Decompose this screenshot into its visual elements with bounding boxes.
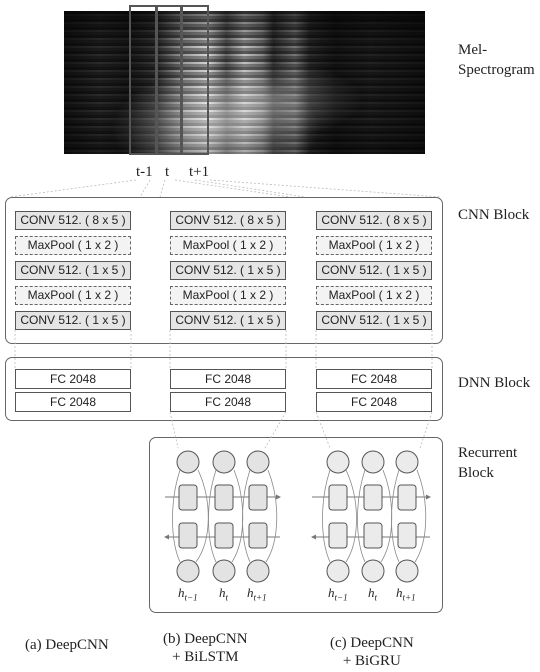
cnn-c-conv-2: CONV 512. ( 1 x 5 ) [316,261,432,280]
bilstm-forward-cell-2 [214,484,234,511]
bigru-forward-cell-2 [363,484,383,511]
bigru-output-node-3 [395,559,419,583]
bilstm-output-node-1 [176,559,200,583]
cnn-b-conv-2: CONV 512. ( 1 x 5 ) [170,261,286,280]
bilstm-network [164,450,281,583]
bilstm-backward-cell-1 [178,522,198,549]
cnn-a-conv-2: CONV 512. ( 1 x 5 ) [15,261,131,280]
bilstm-input-node-1 [176,450,200,474]
dnn-b-fc-1: FC 2048 [170,369,286,389]
caption-b-line2: + BiLSTM [172,649,239,665]
cnn-c-maxpool-2: MaxPool ( 1 x 2 ) [316,286,432,305]
caption-a: (a) DeepCNN [25,637,109,653]
frame-label-t-plus-1: t+1 [189,164,210,180]
frame-to-cnn-connectors [9,179,441,198]
recurrent-curved-links [172,469,427,563]
frame-window-t-plus-1 [181,5,209,155]
bigru-output-node-2 [361,559,385,583]
bilstm-forward-cell-1 [178,484,198,511]
bilstm-backward-cell-3 [248,522,268,549]
dnn-c-fc-1: FC 2048 [316,369,432,389]
cnn-to-dnn-connectors [14,330,433,369]
bilstm-output-node-2 [212,559,236,583]
bilstm-output-label-2: ht [219,585,229,603]
bilstm-backward-cell-2 [214,522,234,549]
bigru-forward-cell-3 [397,484,417,511]
frame-label-t: t [165,164,170,180]
cnn-a-conv-3: CONV 512. ( 1 x 5 ) [15,311,131,330]
bigru-network [311,450,431,583]
bigru-backward-cell-3 [397,522,417,549]
cnn-b-conv-1: CONV 512. ( 8 x 5 ) [170,211,286,230]
caption-b: (b) DeepCNN + BiLSTM [163,630,248,666]
bigru-input-node-2 [361,450,385,474]
bigru-backward-cell-1 [328,522,348,549]
cnn-b-maxpool-2: MaxPool ( 1 x 2 ) [170,286,286,305]
spectrogram-label-line2: Spectrogram [458,62,535,78]
bigru-output-label-3: ht+1 [396,585,416,603]
recurrent-block-label: Recurrent Block [458,443,517,483]
bigru-backward-cell-2 [363,522,383,549]
cnn-c-conv-1: CONV 512. ( 8 x 5 ) [316,211,432,230]
cnn-c-maxpool-1: MaxPool ( 1 x 2 ) [316,236,432,255]
dnn-b-fc-2: FC 2048 [170,392,286,412]
spectrogram-label: Mel- Spectrogram [458,40,535,80]
bilstm-forward-cell-3 [248,484,268,511]
caption-b-line1: (b) DeepCNN [163,631,248,647]
bigru-forward-cell-1 [328,484,348,511]
bigru-output-label-1: ht−1 [328,585,348,603]
bilstm-output-label-1: ht−1 [178,585,198,603]
cnn-b-maxpool-1: MaxPool ( 1 x 2 ) [170,236,286,255]
bilstm-output-node-3 [246,559,270,583]
dnn-a-fc-1: FC 2048 [15,369,131,389]
mel-spectrogram-image [64,11,425,154]
frame-label-t-minus-1: t-1 [136,164,153,180]
bigru-output-label-2: ht [368,585,378,603]
bigru-output-node-1 [326,559,350,583]
cnn-a-maxpool-1: MaxPool ( 1 x 2 ) [15,236,131,255]
caption-c-line1: (c) DeepCNN [330,635,414,651]
bigru-input-node-1 [326,450,350,474]
cnn-c-conv-3: CONV 512. ( 1 x 5 ) [316,311,432,330]
dnn-to-recurrent-connectors [169,411,433,449]
recurrent-block-label-line2: Block [458,465,494,481]
bilstm-output-label-3: ht+1 [247,585,267,603]
cnn-a-conv-1: CONV 512. ( 8 x 5 ) [15,211,131,230]
cnn-b-conv-3: CONV 512. ( 1 x 5 ) [170,311,286,330]
caption-c: (c) DeepCNN + BiGRU [330,634,414,670]
dnn-block-label: DNN Block [458,375,531,391]
cnn-block-label: CNN Block [458,207,530,223]
bilstm-input-node-2 [212,450,236,474]
dnn-a-fc-2: FC 2048 [15,392,131,412]
dnn-c-fc-2: FC 2048 [316,392,432,412]
bilstm-input-node-3 [246,450,270,474]
recurrent-block-label-line1: Recurrent [458,445,518,461]
caption-c-line2: + BiGRU [342,653,401,669]
cnn-a-maxpool-2: MaxPool ( 1 x 2 ) [15,286,131,305]
spectrogram-label-line1: Mel- [458,42,488,58]
bigru-input-node-3 [395,450,419,474]
